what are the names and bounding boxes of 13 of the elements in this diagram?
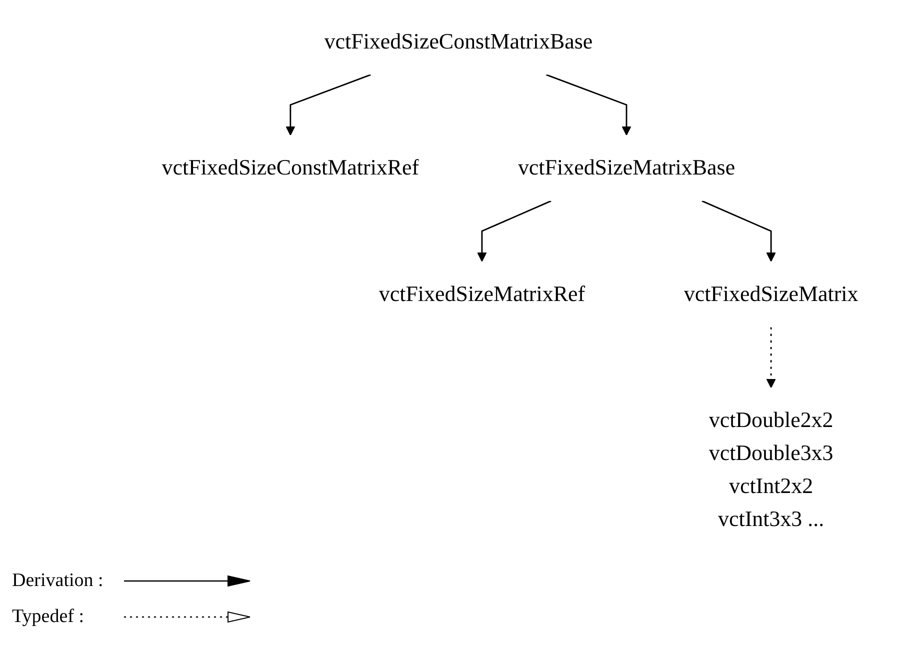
arrow <box>477 200 552 262</box>
node-text: vctFixedSizeConstMatrixRef <box>162 156 420 180</box>
arrow <box>766 327 776 388</box>
arrow <box>702 200 776 262</box>
node-text: vctFixedSizeMatrixRef <box>378 282 586 306</box>
node-text: vctDouble2x2 vctDouble3x3 vctInt2x2 vctInt3x3 ... <box>708 408 834 532</box>
node-text: vctFixedSizeMatrix <box>684 282 858 306</box>
legend-text: Typedef : <box>12 606 86 628</box>
node-text: vctFixedSizeConstMatrixBase <box>324 30 593 54</box>
node-text: vctFixedSizeMatrixBase <box>518 156 736 180</box>
arrow <box>546 74 632 136</box>
arrow <box>286 74 372 136</box>
legend-text: Derivation : <box>12 570 104 592</box>
